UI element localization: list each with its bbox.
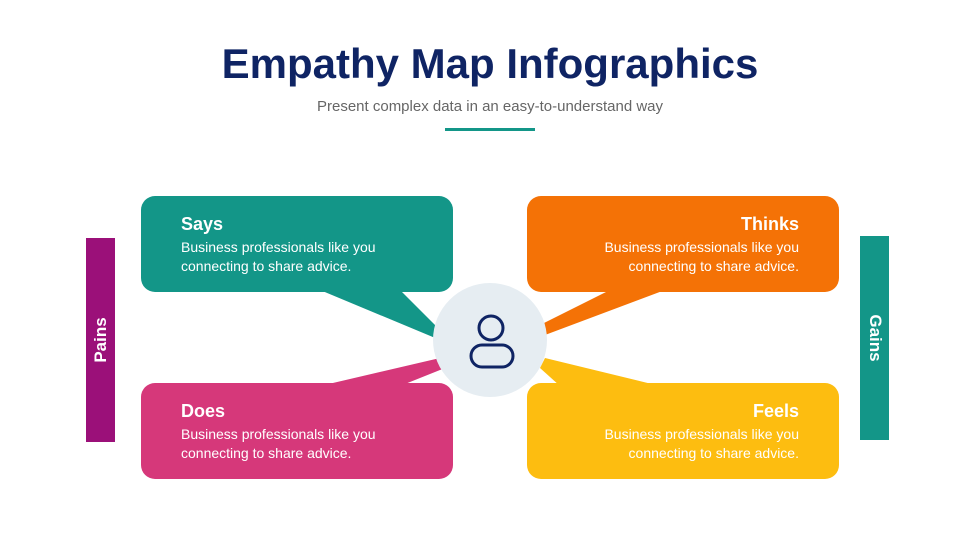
title-divider [445, 128, 535, 131]
subtitle: Present complex data in an easy-to-under… [316, 98, 664, 115]
thinks-text: Business professionals like you connecti… [604, 239, 799, 274]
pains-label: Pains [90, 317, 110, 363]
thinks-box: Thinks Business professionals like you c… [527, 196, 839, 292]
feels-box: Feels Business professionals like you co… [527, 383, 839, 479]
feels-text: Business professionals like you connecti… [604, 426, 799, 461]
says-text: Business professionals like you connecti… [181, 239, 376, 274]
does-text: Business professionals like you connecti… [181, 426, 376, 461]
says-tail [320, 290, 445, 340]
page-title: Empathy Map Infographics [221, 40, 759, 87]
gains-bar: Gains [860, 236, 889, 440]
feels-tail [540, 358, 660, 386]
does-heading: Does [181, 401, 226, 421]
gains-label: Gains [865, 314, 885, 362]
feels-heading: Feels [752, 401, 799, 421]
says-heading: Says [181, 214, 224, 234]
thinks-heading: Thinks [740, 214, 799, 234]
user-icon [469, 314, 515, 369]
pains-bar: Pains [86, 238, 115, 442]
does-box: Does Business professionals like you con… [141, 383, 453, 479]
thinks-tail [540, 290, 665, 335]
says-box: Says Business professionals like you con… [141, 196, 453, 292]
does-tail [320, 358, 445, 386]
